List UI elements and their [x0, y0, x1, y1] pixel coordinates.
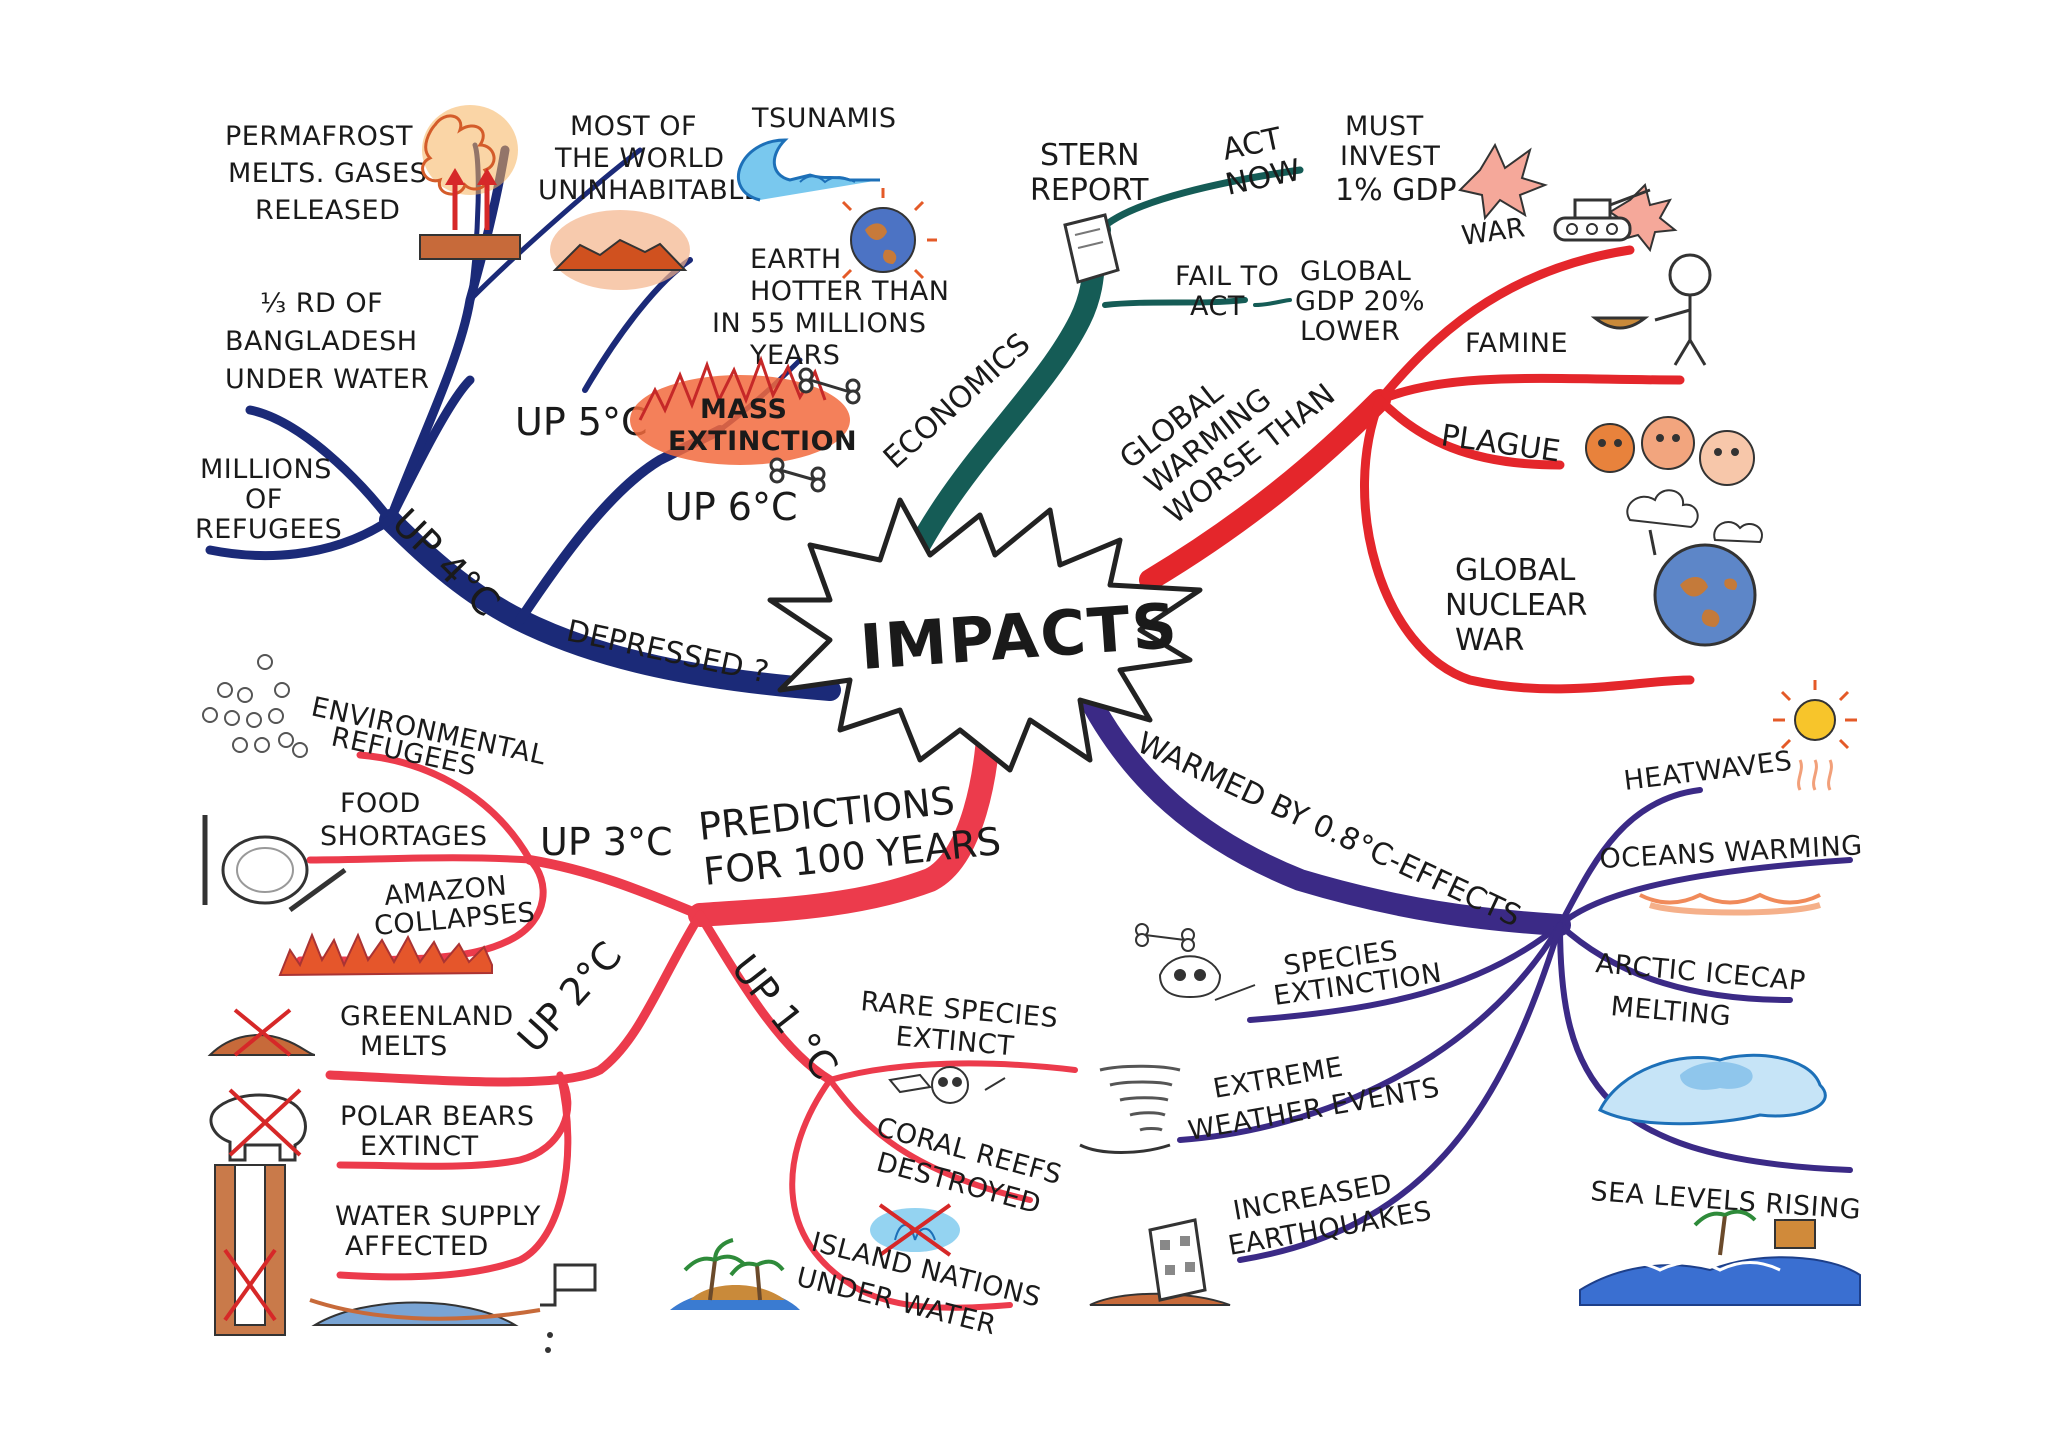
ice-icon [1600, 1055, 1825, 1123]
bangladesh-line-2: BANGLADESH [225, 326, 418, 357]
faces-icon [1586, 417, 1754, 485]
label-polar: POLAR BEARS EXTINCT [340, 1101, 534, 1162]
skull-icon [890, 1067, 1005, 1103]
mushroom-cloud-icon [1627, 490, 1762, 645]
label-species: SPECIES EXTINCTION [1272, 935, 1444, 1012]
label-weather: EXTREME WEATHER EVENTS [1186, 1052, 1442, 1147]
building-icon [1090, 1220, 1230, 1305]
fail-line-1: FAIL TO [1175, 261, 1279, 292]
polar-line-2: EXTINCT [360, 1131, 479, 1162]
central-node: IMPACTS [770, 500, 1200, 770]
permafrost-line-1: PERMAFROST [225, 121, 413, 152]
greenland-line-1: GREENLAND [340, 1001, 514, 1032]
permafrost-line-2: MELTS. GASES [228, 158, 427, 189]
label-oceans: OCEANS WARMING [1599, 830, 1864, 875]
nuclear-line-1: GLOBAL [1455, 553, 1576, 588]
label-stern: STERN REPORT [1030, 138, 1149, 208]
label-up1: UP 1 °C [723, 946, 847, 1087]
bangladesh-line-3: UNDER WATER [225, 364, 430, 395]
well-icon [215, 1165, 285, 1335]
mass-line-1: MASS [700, 394, 787, 425]
label-fail-to-act: FAIL TO ACT [1175, 261, 1279, 322]
globe-icon [843, 188, 937, 278]
uninhabitable-line-2: THE WORLD [554, 143, 724, 174]
label-act-now: ACT NOW [1219, 121, 1303, 203]
tornado-icon [1080, 1066, 1180, 1152]
label-permafrost: PERMAFROST MELTS. GASES RELEASED [225, 121, 427, 226]
millions-line-1: MILLIONS [200, 454, 332, 485]
label-hotter: EARTH HOTTER THAN IN 55 MILLIONS YEARS [712, 244, 949, 371]
label-up3: UP 3°C [540, 820, 673, 864]
gdp-line-2: GDP 20% [1295, 286, 1425, 317]
bear-icon [211, 1090, 305, 1160]
label-bangladesh: ⅓ RD OF BANGLADESH UNDER WATER [225, 288, 430, 395]
label-uninhabitable: MOST OF THE WORLD UNINHABITABLE [538, 111, 761, 206]
label-tsunamis: TSUNAMIS [751, 103, 896, 134]
label-earthquakes: INCREASED EARTHQUAKES [1226, 1168, 1434, 1261]
island-icon [670, 1240, 800, 1310]
label-amazon: AMAZON COLLAPSES [373, 870, 536, 942]
label-famine: FAMINE [1465, 328, 1568, 359]
nuclear-line-2: NUCLEAR [1445, 588, 1587, 623]
permafrost-line-3: RELEASED [255, 195, 400, 226]
label-food: FOOD SHORTAGES [320, 788, 488, 852]
permafrost-icon [420, 105, 520, 259]
label-gdp-lower: GLOBAL GDP 20% LOWER [1295, 256, 1425, 347]
uninhabitable-line-1: MOST OF [570, 111, 697, 142]
wave-icon [738, 140, 880, 200]
invest-line-3: 1% GDP [1335, 173, 1457, 208]
bangladesh-line-1: ⅓ RD OF [260, 288, 383, 319]
label-up4: UP 4°C [384, 500, 509, 625]
label-env-refugees: ENVIRONMENTAL REFUGEES [309, 692, 549, 783]
label-water: WATER SUPPLY AFFECTED [335, 1201, 541, 1262]
label-millions-refugees: MILLIONS OF REFUGEES [195, 454, 342, 545]
water-line-2: AFFECTED [345, 1231, 489, 1262]
label-up2: UP 2°C [509, 933, 630, 1061]
gdp-line-1: GLOBAL [1300, 256, 1411, 287]
famine-figure-icon [1595, 255, 1710, 365]
invest-line-1: MUST [1345, 111, 1424, 142]
hotter-line-3: IN 55 MILLIONS [712, 308, 927, 339]
ocean-warming-icon [1640, 895, 1820, 913]
label-coral: CORAL REEFS DESTROYED [873, 1112, 1065, 1221]
hotter-line-2: HOTTER THAN [750, 276, 949, 307]
label-nuclear: GLOBAL NUCLEAR WAR [1445, 553, 1587, 658]
polar-line-1: POLAR BEARS [340, 1101, 534, 1132]
label-up6: UP 6°C [665, 485, 798, 529]
label-must-invest: MUST INVEST 1% GDP [1335, 111, 1457, 208]
people-icon [203, 655, 307, 757]
water-line-1: WATER SUPPLY [335, 1201, 541, 1232]
greenland-line-2: MELTS [360, 1031, 448, 1062]
millions-line-3: REFUGEES [195, 514, 342, 545]
desert-icon [550, 210, 690, 290]
gdp-line-3: LOWER [1300, 316, 1400, 347]
food-line-2: SHORTAGES [320, 821, 488, 852]
label-rare-species: RARE SPECIES EXTINCT [859, 986, 1059, 1062]
stern-line-1: STERN [1040, 138, 1140, 173]
sea-rising-icon [1580, 1212, 1860, 1305]
label-up5: UP 5°C [515, 400, 648, 444]
label-predictions: PREDICTIONS FOR 100 YEARS [696, 778, 1003, 894]
nuclear-line-3: WAR [1455, 623, 1524, 658]
label-greenland: GREENLAND MELTS [340, 1001, 514, 1062]
invest-line-2: INVEST [1340, 141, 1440, 172]
fail-line-2: ACT [1190, 291, 1245, 322]
label-heatwaves: HEATWAVES [1622, 746, 1794, 797]
greenland-icon [210, 1010, 315, 1055]
hotter-line-1: EARTH [750, 244, 842, 275]
stern-line-2: REPORT [1030, 173, 1149, 208]
mass-line-2: EXTINCTION [668, 426, 857, 457]
label-war: WAR [1460, 212, 1528, 252]
uninhabitable-line-3: UNINHABITABLE [538, 175, 761, 206]
bones-icon-2 [1136, 924, 1255, 1000]
food-line-1: FOOD [340, 788, 421, 819]
millions-line-2: OF [245, 484, 283, 515]
